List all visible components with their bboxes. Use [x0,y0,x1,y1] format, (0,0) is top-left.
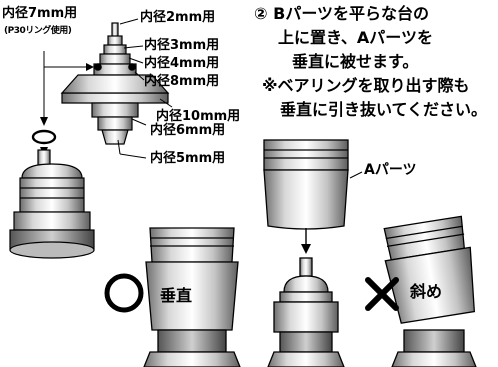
correct-circle-icon [104,273,144,313]
label-p30-ring: (P30リング使用) [4,26,72,36]
shaft-assembly-drawing [60,22,170,145]
instruction-line-2: 上に置き、Aパーツを [278,28,433,47]
wrong-base-drawing [391,329,477,367]
wrong-assembly-drawing [383,215,476,324]
part-a-label: Aパーツ [364,162,417,178]
o-ring-shape [31,129,57,145]
label-inner-6mm: 内径6mm用 [150,123,226,138]
label-inner-8mm: 内径8mm用 [144,74,220,89]
correct-label: 垂直 [160,286,193,305]
instruction-note-line-2: 垂直に引き抜いてください。 [280,100,488,119]
wrong-x-icon [365,277,399,311]
label-inner-2mm: 内径2mm用 [140,10,216,25]
instruction-line-3: 垂直に被せます。 [292,52,419,71]
instruction-line-1: ② Bパーツを平らな台の [254,4,429,23]
shaft-leader-lines [43,18,173,159]
label-inner-7mm: 内径7mm用 [2,6,78,21]
correct-assembly-drawing [143,227,241,367]
label-inner-10mm: 内径10mm用 [156,109,241,124]
wrong-label: 斜め [410,282,443,301]
label-inner-3mm: 内径3mm用 [144,38,220,53]
instruction-note-line-1: ※ベアリングを取り出す際も [262,76,470,95]
label-inner-4mm: 内径4mm用 [144,56,220,71]
holder-assembly-drawing [9,149,95,259]
label-inner-5mm: 内径5mm用 [150,151,226,166]
part-b-drawing [267,257,345,367]
part-a-drawing [263,139,349,230]
